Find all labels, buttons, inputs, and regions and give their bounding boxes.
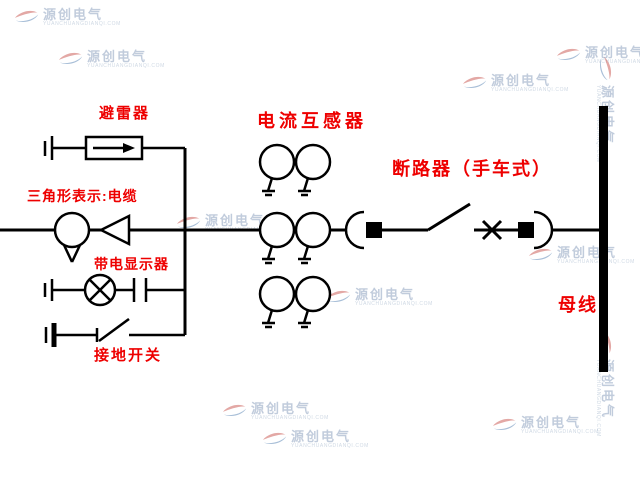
arrester-arrow-icon (123, 143, 135, 153)
label-current-transformer: 电流互感器 (257, 111, 367, 131)
busbar-symbol (599, 106, 608, 372)
breaker-cross-icon (481, 219, 503, 241)
label-arrester: 避雷器 (99, 105, 151, 122)
label-earth-switch: 接地开关 (94, 347, 163, 364)
earthing-switch-symbol (44, 317, 185, 347)
cable-triangle-symbol (98, 213, 131, 247)
cable-terminal-symbol (53, 211, 91, 263)
label-live-display: 带电显示器 (94, 256, 169, 272)
arrester-symbol (43, 135, 185, 161)
lamp-cross-icon (89, 279, 111, 301)
live-display-symbol (43, 273, 185, 307)
breaker-blade (427, 202, 471, 232)
label-circuit-breaker: 断路器（手车式） (392, 159, 552, 179)
label-cable-note: 三角形表示:电缆 (27, 188, 138, 204)
current-transformer-symbols (258, 143, 332, 329)
plug-contact-right-icon (533, 210, 554, 250)
circuit-breaker-symbol (344, 202, 554, 250)
plug-contact-left-icon (344, 210, 365, 250)
label-busbar: 母线 (558, 295, 598, 315)
